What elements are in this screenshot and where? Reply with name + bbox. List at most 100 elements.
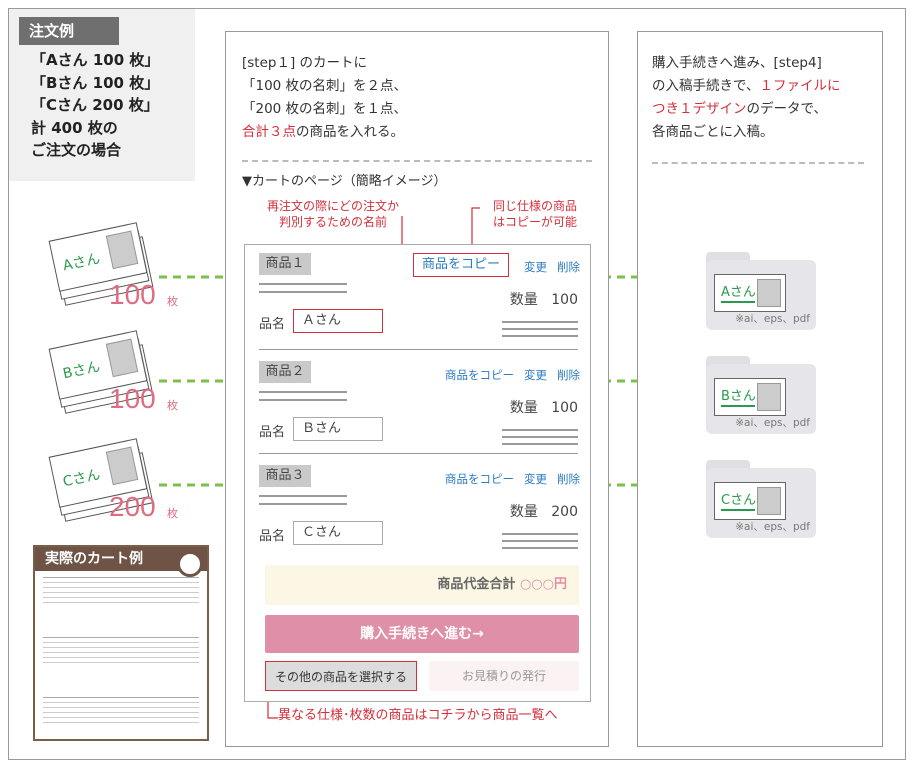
file-card-name: Cさん (721, 493, 757, 508)
upload-line-1: 購入手続きへ進み、[step4] (652, 55, 822, 71)
quantity-label: 数量 (509, 504, 538, 520)
subtotal-value: ○○○円 (519, 577, 567, 592)
count-c: 200 (109, 491, 156, 522)
copy-link[interactable]: 商品をコピー (445, 472, 514, 486)
file-card-name: Bさん (721, 389, 756, 404)
upload-instructions: 購入手続きへ進み、[step4] の入稿手続きで、１ファイルに つき１デザインの… (652, 52, 872, 144)
quantity-label: 数量 (509, 292, 538, 308)
item-actions: 変更削除 (514, 259, 580, 275)
item-separator (259, 453, 578, 454)
upload-panel: 購入手続きへ進み、[step4] の入稿手続きで、１ファイルに つき１デザインの… (637, 31, 883, 747)
intro-line-4-rest: の商品を入れる。 (296, 124, 404, 140)
divider (242, 160, 592, 162)
delete-link[interactable]: 削除 (557, 260, 580, 274)
example-cart-thumbnail: 実際のカート例 (33, 545, 209, 741)
intro-line-2: 「100 枚の名刺」を２点、 (242, 78, 408, 94)
order-line-case: ご注文の場合 (31, 141, 122, 159)
description-lines (259, 495, 347, 511)
item-actions: 商品をコピー変更削除 (435, 367, 580, 383)
intro-total-highlight: 合計３点 (242, 124, 296, 140)
select-other-products-button[interactable]: その他の商品を選択する (265, 661, 417, 691)
folder-icon: Aさん ※ai、eps、pdf (706, 260, 816, 330)
item-separator (259, 349, 578, 350)
order-line-total: 計 400 枚の (31, 118, 118, 137)
person-photo-icon (757, 487, 781, 515)
name-annotation: 再注文の際にどの注文か 判別するための名前 (244, 198, 422, 230)
folder-icon: Bさん ※ai、eps、pdf (706, 364, 816, 434)
quantity: 数量 200 (510, 501, 578, 521)
item-actions: 商品をコピー変更削除 (435, 471, 580, 487)
order-example-description: 「Aさん 100 枚」 「Bさん 100 枚」 「Cさん 200 枚」 計 40… (31, 49, 201, 162)
person-photo-icon (757, 279, 781, 307)
copy-item-button[interactable]: 商品をコピー (413, 253, 509, 277)
cart-item-3: 商品３ 商品をコピー変更削除 数量 200 品名 Ｃさん (245, 457, 592, 561)
cart-instructions: [step１] のカートに 「100 枚の名刺」を２点、 「200 枚の名刺」を… (242, 52, 407, 144)
product-name-field[interactable]: Ｂさん (293, 417, 383, 441)
intro-line-4: 合計３点の商品を入れる。 (242, 121, 407, 144)
quantity-value: 200 (551, 504, 578, 520)
count-unit-a: 枚 (167, 295, 178, 308)
file-card-underline (721, 405, 755, 407)
edit-link[interactable]: 変更 (524, 472, 547, 486)
upload-line-4: 各商品ごとに入稿。 (652, 124, 774, 140)
issue-quote-button[interactable]: お見積りの発行 (429, 661, 579, 691)
person-photo-icon (757, 383, 781, 411)
example-item-3 (43, 697, 199, 749)
file-types: ※ai、eps、pdf (735, 417, 810, 429)
count-a: 100 (109, 279, 156, 310)
cart-mockup: 商品１ 商品をコピー 変更削除 数量 100 品名 Ａさん 商品２ 商品をコピー… (244, 244, 591, 702)
delete-link[interactable]: 削除 (557, 368, 580, 382)
name-annotation-line1: 再注文の際にどの注文か (266, 199, 399, 213)
file-card: Bさん (714, 378, 786, 416)
name-annotation-line2: 判別するための名前 (278, 215, 387, 229)
quantity-lines (502, 429, 578, 450)
other-products-note: 異なる仕様･枚数の商品はコチラから商品一覧へ (278, 708, 558, 723)
quantity: 数量 100 (510, 397, 578, 417)
subtotal-bar: 商品代金合計 ○○○円 (265, 565, 579, 605)
order-line-a: 「Aさん 100 枚」 (31, 51, 160, 69)
count-b: 100 (109, 383, 156, 414)
intro-line-1: [step１] のカートに (242, 55, 368, 71)
description-lines (259, 283, 347, 299)
upload-folder-c: Cさん ※ai、eps、pdf (706, 460, 816, 538)
product-name-field[interactable]: Ｃさん (293, 521, 383, 545)
product-name-label: 品名 (259, 529, 286, 544)
file-types: ※ai、eps、pdf (735, 521, 810, 533)
quantity-label: 数量 (509, 400, 538, 416)
folder-icon: Cさん ※ai、eps、pdf (706, 468, 816, 538)
copy-annotation: 同じ仕様の商品 はコピーが可能 (470, 198, 600, 230)
example-item-1 (43, 577, 199, 629)
count-unit-b: 枚 (167, 399, 178, 412)
cart-item-2: 商品２ 商品をコピー変更削除 数量 100 品名 Ｂさん (245, 353, 592, 457)
edit-link[interactable]: 変更 (524, 368, 547, 382)
edit-link[interactable]: 変更 (524, 260, 547, 274)
file-card-underline (721, 301, 755, 303)
example-item-2 (43, 637, 199, 689)
checkout-button[interactable]: 購入手続きへ進む→ (265, 615, 579, 653)
delete-link[interactable]: 削除 (557, 472, 580, 486)
copy-annotation-line2: はコピーが可能 (492, 215, 577, 229)
item-tag: 商品２ (259, 361, 311, 383)
quantity-value: 100 (551, 292, 578, 308)
quantity: 数量 100 (510, 289, 578, 309)
intro-line-3: 「200 枚の名刺」を１点、 (242, 101, 408, 117)
product-name-label: 品名 (259, 317, 286, 332)
copy-link[interactable]: 商品をコピー (445, 368, 514, 382)
upload-folder-b: Bさん ※ai、eps、pdf (706, 356, 816, 434)
product-name-field[interactable]: Ａさん (293, 309, 383, 333)
order-example-tag: 注文例 (19, 17, 119, 45)
upload-line-3-highlight: つき１デザイン (652, 101, 747, 117)
divider (652, 162, 864, 164)
item-tag: 商品１ (259, 253, 311, 275)
upload-line-2-highlight: １ファイルに (759, 78, 841, 94)
order-line-c: 「Cさん 200 枚」 (31, 96, 159, 114)
file-card: Cさん (714, 482, 786, 520)
subtotal-label: 商品代金合計 (437, 577, 516, 592)
product-name-label: 品名 (259, 425, 286, 440)
upload-line-3: つき１デザインのデータで、 (652, 98, 872, 121)
magnifier-icon (177, 551, 203, 577)
copy-annotation-line1: 同じ仕様の商品 (492, 199, 577, 213)
quantity-value: 100 (551, 400, 578, 416)
upload-line-2a: の入稿手続きで、 (652, 78, 760, 94)
item-tag: 商品３ (259, 465, 311, 487)
